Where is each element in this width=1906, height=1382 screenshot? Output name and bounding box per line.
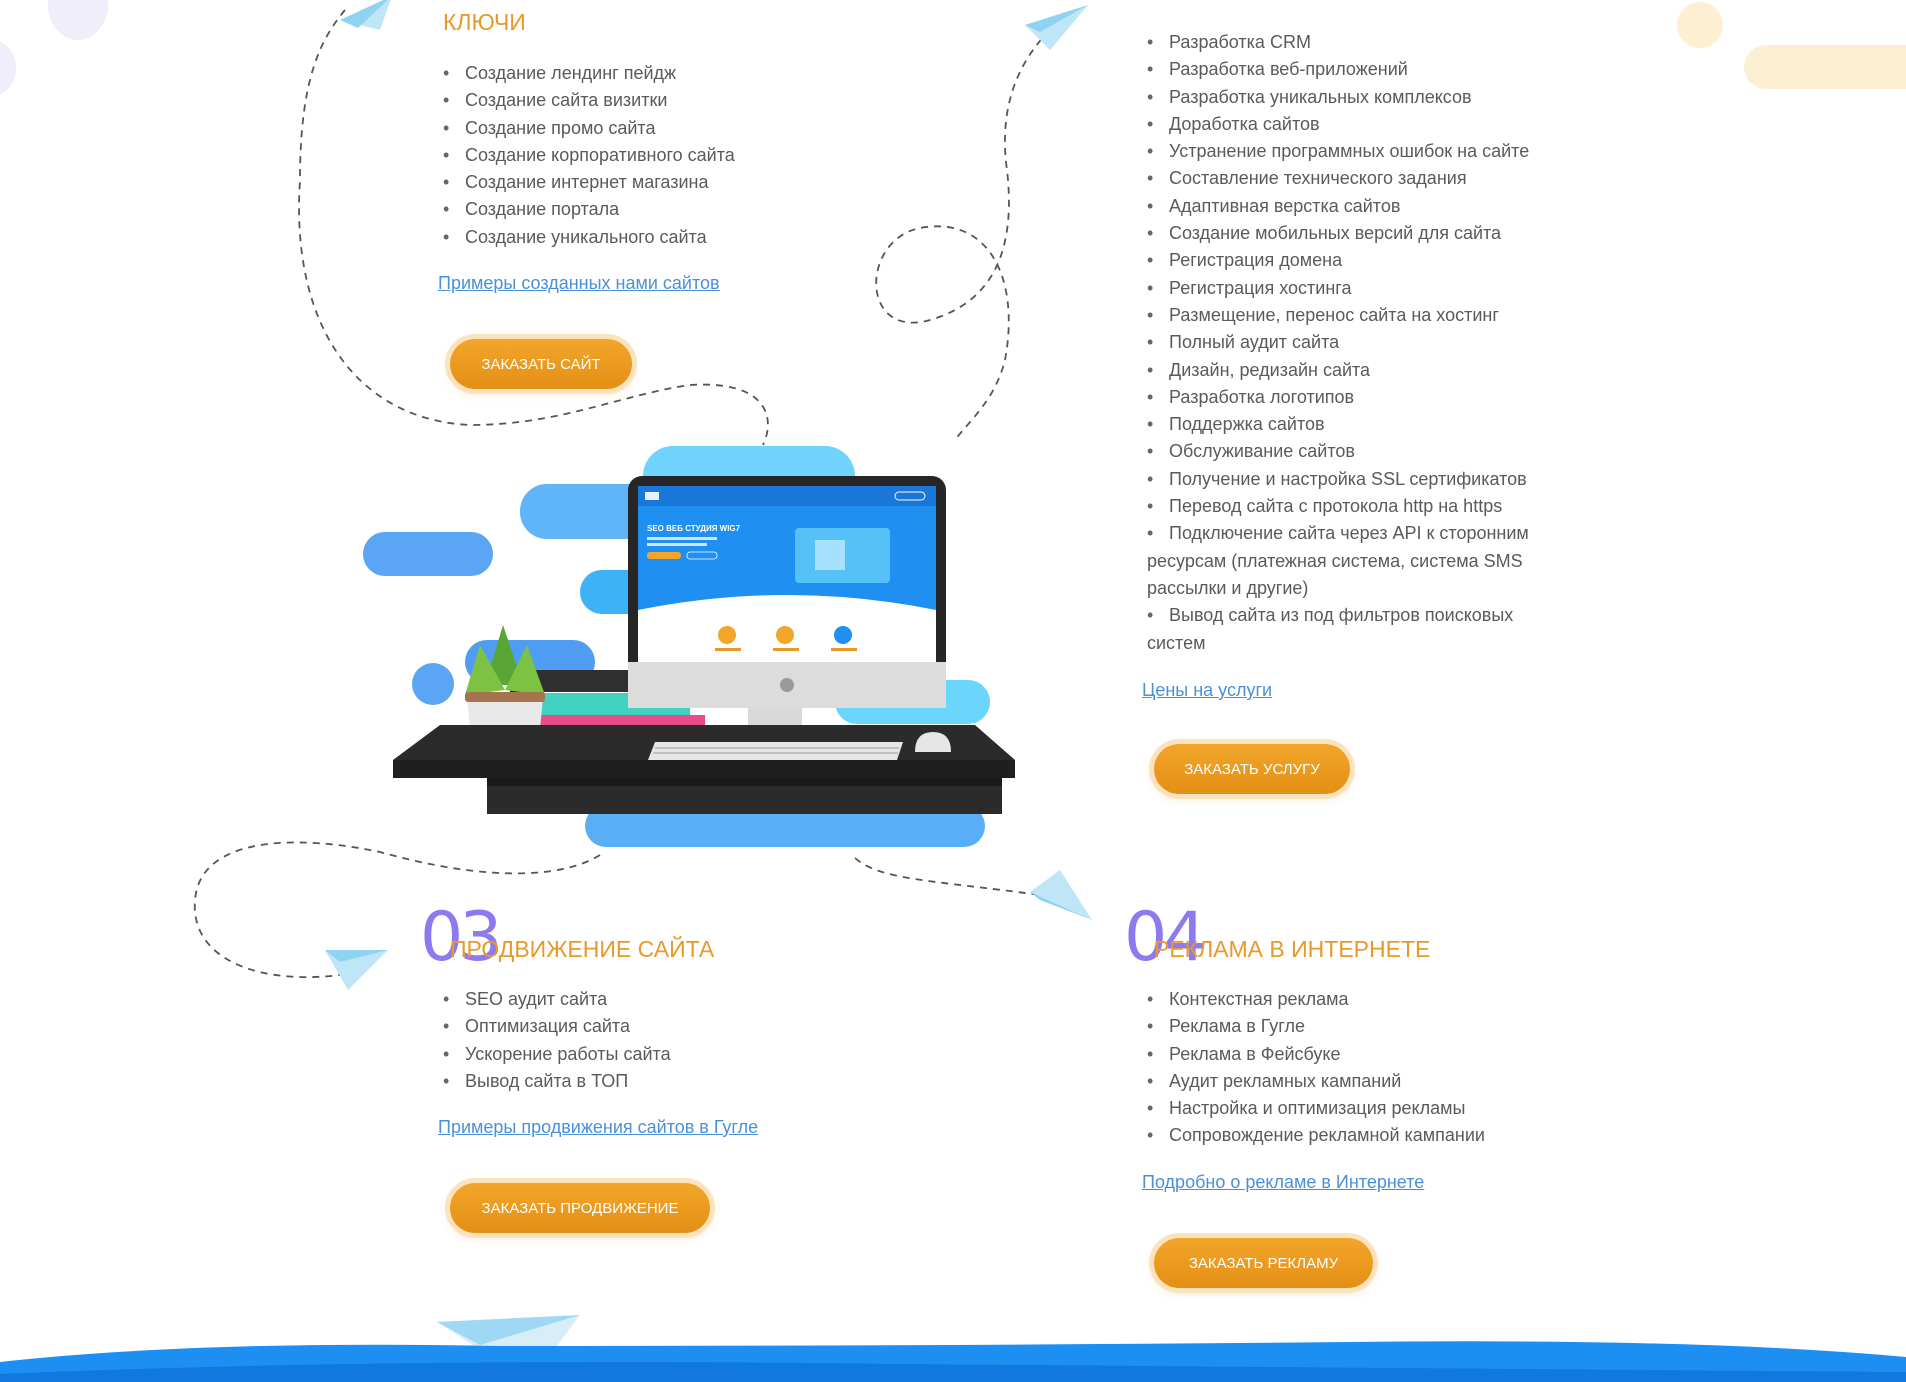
screen-heading: SEO ВЕБ СТУДИЯ WIG7 [647, 524, 741, 533]
promotion-examples-link[interactable]: Примеры продвижения сайтов в Гугле [438, 1117, 759, 1137]
list-item: Создание мобильных версий для сайта [1147, 220, 1547, 248]
section-promotion: 03 ПРОДВИЖЕНИЕ САЙТА SEO аудит сайта Опт… [0, 900, 900, 1260]
desk [393, 725, 1015, 814]
advertising-details-link[interactable]: Подробно о рекламе в Интернете [1142, 1172, 1425, 1192]
list-item: Подключение сайта через API к сторонним … [1147, 520, 1547, 602]
list-item: Получение и настройка SSL сертификатов [1147, 466, 1547, 494]
section-title: КЛЮЧИ [443, 9, 526, 35]
list-item: Создание уникального сайта [443, 224, 883, 252]
list-item: Адаптивная верстка сайтов [1147, 193, 1547, 221]
list-item: Дизайн, редизайн сайта [1147, 357, 1547, 385]
list-item: Обслуживание сайтов [1147, 438, 1547, 466]
examples-link[interactable]: Примеры созданных нами сайтов [438, 273, 720, 293]
section-website-creation: КЛЮЧИ Создание лендинг пейдж Создание са… [0, 0, 900, 400]
desk-illustration: SEO ВЕБ СТУДИЯ WIG7 [363, 446, 1015, 847]
list-item: Оптимизация сайта [443, 1013, 883, 1041]
decor-pill-cream [1744, 45, 1906, 89]
list-item: Устранение программных ошибок на сайте [1147, 138, 1547, 166]
list-item: SEO аудит сайта [443, 986, 883, 1014]
section-advertising: 04 РЕКЛАМА В ИНТЕРНЕТЕ Контекстная рекла… [0, 898, 1906, 1288]
list-item: Составление технического задания [1147, 165, 1547, 193]
list-item: Создание интернет магазина [443, 169, 883, 197]
list-item: Реклама в Фейсбуке [1147, 1041, 1587, 1069]
service-list: Контекстная реклама Реклама в Гугле Рекл… [1147, 986, 1587, 1150]
list-item: Создание сайта визитки [443, 87, 883, 115]
list-item: Контекстная реклама [1147, 986, 1587, 1014]
list-item: Вывод сайта в ТОП [443, 1068, 883, 1096]
list-item: Аудит рекламных кампаний [1147, 1068, 1587, 1096]
list-item: Разработка уникальных комплексов [1147, 84, 1547, 112]
list-item: Доработка сайтов [1147, 111, 1547, 139]
section-title: ПРОДВИЖЕНИЕ САЙТА [450, 936, 715, 962]
list-item: Полный аудит сайта [1147, 329, 1547, 357]
list-item: Создание корпоративного сайта [443, 142, 883, 170]
list-item: Разработка веб-приложений [1147, 56, 1547, 84]
list-item: Реклама в Гугле [1147, 1013, 1587, 1041]
paper-plane-top-middle-icon [1025, 5, 1088, 50]
list-item: Разработка CRM [1147, 29, 1547, 57]
order-service-button[interactable]: ЗАКАЗАТЬ УСЛУГУ [1154, 744, 1350, 794]
decor-circle-cream [1677, 2, 1723, 48]
section-services: Разработка CRM Разработка веб-приложений… [0, 0, 1906, 820]
list-item: Вывод сайта из под фильтров поисковых си… [1147, 602, 1547, 657]
order-site-button[interactable]: ЗАКАЗАТЬ САЙТ [450, 339, 632, 389]
service-list: SEO аудит сайта Оптимизация сайта Ускоре… [443, 986, 883, 1095]
list-item: Разработка логотипов [1147, 384, 1547, 412]
list-item: Регистрация хостинга [1147, 275, 1547, 303]
service-list: Создание лендинг пейдж Создание сайта ви… [443, 60, 883, 251]
decor-circle-lavender-small [0, 40, 16, 96]
order-promotion-button[interactable]: ЗАКАЗАТЬ ПРОДВИЖЕНИЕ [450, 1183, 710, 1233]
list-item: Настройка и оптимизация рекламы [1147, 1095, 1587, 1123]
paper-plane-top-left-icon [340, 0, 391, 30]
section-number: 03 [420, 898, 503, 977]
section-title: РЕКЛАМА В ИНТЕРНЕТЕ [1154, 936, 1431, 962]
list-item: Сопровождение рекламной кампании [1147, 1122, 1587, 1150]
footer-wave [0, 1341, 1906, 1382]
list-item: Создание лендинг пейдж [443, 60, 883, 88]
list-item: Перевод сайта с протокола http на https [1147, 493, 1547, 521]
paper-plane-bottom-middle-icon [1030, 870, 1092, 920]
service-list: Разработка CRM Разработка веб-приложений… [1147, 29, 1547, 657]
flight-path-bottom-left [194, 841, 601, 979]
flight-path-bottom-middle [854, 857, 1041, 896]
list-item: Размещение, перенос сайта на хостинг [1147, 302, 1547, 330]
list-item: Поддержка сайтов [1147, 411, 1547, 439]
flight-path-top-left [298, 9, 769, 446]
paper-plane-bottom-left-icon [325, 950, 388, 990]
list-item: Ускорение работы сайта [443, 1041, 883, 1069]
order-advertising-button[interactable]: ЗАКАЗАТЬ РЕКЛАМУ [1154, 1238, 1373, 1288]
list-item: Регистрация домена [1147, 247, 1547, 275]
section-number: 04 [1124, 898, 1207, 977]
list-item: Создание промо сайта [443, 115, 883, 143]
list-item: Создание портала [443, 196, 883, 224]
prices-link[interactable]: Цены на услуги [1142, 680, 1273, 700]
flight-path-top-middle [875, 29, 1051, 441]
